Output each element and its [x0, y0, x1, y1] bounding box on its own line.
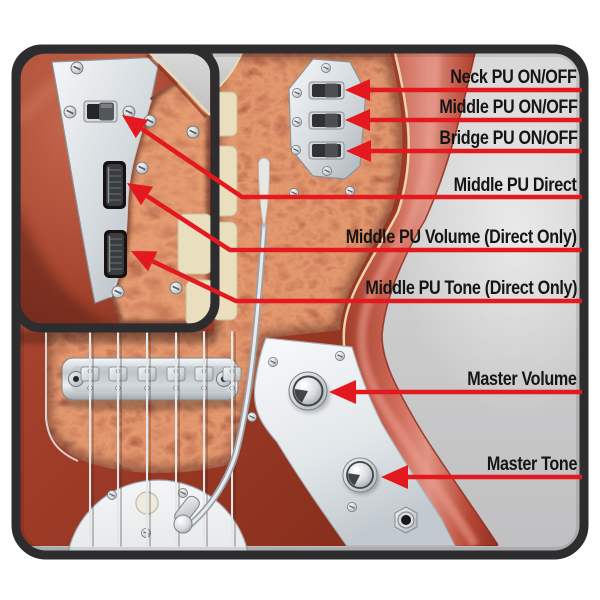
arrow-bridge-pu: [346, 140, 582, 162]
inset-slide-switch: [83, 100, 118, 123]
output-jack: [394, 506, 418, 534]
callout-arrows: [122, 79, 582, 489]
arrow-master-volume: [329, 380, 582, 404]
arrow-middle-pu: [345, 109, 582, 131]
body-edge-highlight: [357, 52, 479, 548]
arm-ball-joint: [173, 514, 193, 534]
arrow-middle-pu-direct: [122, 115, 582, 200]
background-wedge: [213, 53, 242, 92]
arrow-neck-pu: [345, 79, 582, 101]
body-outline: [381, 52, 499, 546]
inset-background-wedge: [150, 53, 210, 115]
inset-pickup-cover: [177, 213, 213, 275]
control-plate: [246, 337, 456, 547]
arrow-master-tone: [381, 465, 582, 489]
arrow-middle-pu-volume: [127, 183, 582, 253]
arm-tip: [258, 157, 270, 229]
switch-plate: [288, 58, 367, 180]
middle-pu-switch: [308, 111, 345, 130]
tremolo-arm: [173, 157, 270, 534]
inset-volume-roller: [103, 161, 126, 209]
bridge: [61, 357, 242, 401]
inset-horn-binding: [149, 52, 211, 116]
inset-zoom-view: [14, 47, 217, 330]
neck-pu-switch: [308, 81, 345, 100]
inset-tone-roller: [104, 230, 127, 278]
inset-frame: [11, 44, 220, 333]
inset-body-shadow: [14, 200, 120, 330]
pickguard-bevel: [45, 332, 79, 462]
strings: [89, 331, 236, 547]
body-edge-band: [343, 53, 498, 546]
arrow-middle-pu-tone: [131, 251, 582, 304]
bridge-pu-switch: [308, 141, 345, 160]
inset-horn-edge: [145, 53, 208, 119]
